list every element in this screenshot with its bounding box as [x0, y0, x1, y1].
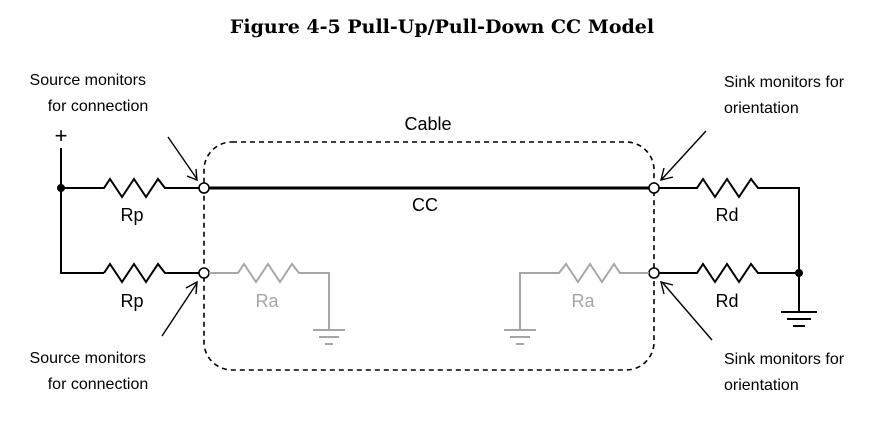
- rp-top-resistor: [61, 177, 199, 199]
- ra-right-label: Ra: [571, 291, 595, 311]
- source-bottom-line2: for connection: [48, 376, 149, 393]
- ra-left-resistor: [209, 262, 330, 330]
- sink-top-line2: orientation: [724, 100, 799, 117]
- source-vconn-node: [198, 267, 210, 279]
- sink-bottom-annotation: Sink monitors for orientation: [724, 351, 849, 394]
- rp-bottom-label: Rp: [120, 291, 143, 311]
- plus-symbol: +: [55, 123, 68, 148]
- source-top-annotation: Source monitors for connection: [30, 72, 151, 115]
- rp-bottom-resistor: [103, 262, 199, 284]
- rd-bottom-resistor: [659, 262, 799, 284]
- ground-icon: [781, 311, 817, 327]
- left-feed-wire: [60, 188, 104, 274]
- source-bottom-line1: Source monitors: [30, 350, 147, 367]
- source-cc-node: [198, 182, 210, 194]
- cc-label: CC: [412, 195, 438, 215]
- sink-cc-node: [648, 182, 660, 194]
- cable-label: Cable: [404, 114, 451, 134]
- rd-bottom-label: Rd: [715, 291, 738, 311]
- source-top-line1: Source monitors: [30, 72, 147, 89]
- rd-top-resistor: [659, 177, 800, 273]
- source-top-line2: for connection: [48, 98, 149, 115]
- source-top-arrow: [167, 136, 198, 182]
- ra-left-label: Ra: [255, 291, 279, 311]
- figure-title: Figure 4-5 Pull-Up/Pull-Down CC Model: [230, 16, 654, 38]
- source-bottom-arrow: [161, 280, 198, 337]
- rp-top-label: Rp: [120, 205, 143, 225]
- source-bottom-annotation: Source monitors for connection: [30, 350, 151, 393]
- sink-vconn-node: [648, 267, 660, 279]
- sink-bottom-line2: orientation: [724, 377, 799, 394]
- ra-right-resistor: [519, 262, 649, 330]
- cable-boundary: [203, 141, 655, 371]
- sink-bottom-arrow: [660, 281, 713, 341]
- sink-bottom-line1: Sink monitors for: [724, 351, 845, 368]
- ground-left-icon: [313, 329, 345, 345]
- ground-right-gray-icon: [504, 329, 536, 345]
- rd-top-label: Rd: [715, 205, 738, 225]
- sink-top-arrow: [660, 130, 707, 181]
- sink-top-line1: Sink monitors for: [724, 74, 845, 91]
- sink-top-annotation: Sink monitors for orientation: [724, 74, 849, 117]
